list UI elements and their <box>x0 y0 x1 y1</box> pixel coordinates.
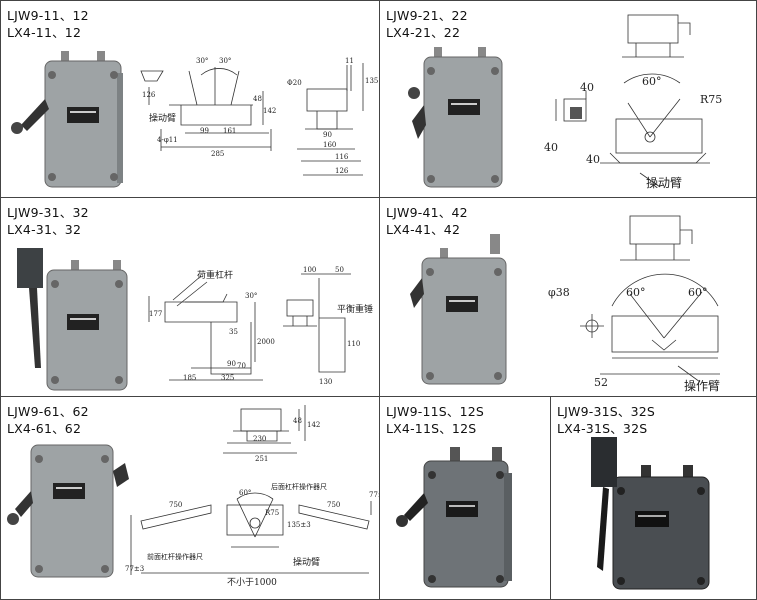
svg-text:50: 50 <box>335 266 344 274</box>
svg-text:90: 90 <box>323 131 332 139</box>
svg-text:750: 750 <box>169 501 182 509</box>
svg-text:操动臂: 操动臂 <box>293 556 320 568</box>
panel-ljw9-31s: LJW9-31S、32S LX4-31S、32S <box>550 396 757 600</box>
product-figure-ljw9-61: 230 251 48 142 60° 750 R75 135±3 750 77±… <box>7 405 380 588</box>
svg-text:70: 70 <box>237 362 246 370</box>
svg-text:40: 40 <box>544 141 558 154</box>
svg-text:130: 130 <box>319 378 332 386</box>
svg-text:48: 48 <box>293 417 302 425</box>
panel-ljw9-61: 230 251 48 142 60° 750 R75 135±3 750 77±… <box>0 396 380 600</box>
svg-text:操动臂: 操动臂 <box>646 175 682 190</box>
svg-text:185: 185 <box>183 374 196 382</box>
svg-text:161: 161 <box>223 127 236 135</box>
svg-text:251: 251 <box>255 455 268 463</box>
svg-text:4-φ11: 4-φ11 <box>157 136 178 144</box>
panel-ljw9-31: 177 30° 35 2000 90 70 185 325 100 50 110… <box>0 197 380 397</box>
svg-text:后面杠杆操作器尺: 后面杠杆操作器尺 <box>271 482 327 491</box>
svg-text:φ38: φ38 <box>548 286 570 299</box>
svg-text:110: 110 <box>347 340 360 348</box>
svg-text:126: 126 <box>335 167 349 175</box>
panel-title: LJW9-21、22 LX4-21、22 <box>386 8 468 40</box>
product-figure-ljw9-21: 40 40 40 60° R75 操动臂 <box>408 14 722 190</box>
svg-text:30°: 30° <box>245 292 257 300</box>
svg-text:30°: 30° <box>196 57 208 65</box>
svg-text:100: 100 <box>303 266 316 274</box>
panel-title: LJW9-31S、32S LX4-31S、32S <box>557 404 656 436</box>
panel-title: LJW9-31、32 LX4-31、32 <box>7 205 89 237</box>
panel-ljw9-11s: LJW9-11S、12S LX4-11S、12S <box>379 396 551 600</box>
svg-text:285: 285 <box>211 150 224 158</box>
svg-text:2000: 2000 <box>257 338 275 346</box>
svg-text:126: 126 <box>142 91 156 99</box>
svg-text:77±3: 77±3 <box>369 491 380 499</box>
panel-ljw9-41: φ38 60° 60° 52 操作臂 LJW9-41、42 LX4-41、42 <box>379 197 757 397</box>
panel-ljw9-21: 40 40 40 60° R75 操动臂 LJW9-21、22 LX4-21、2… <box>379 0 757 198</box>
svg-text:52: 52 <box>594 376 608 389</box>
panel-title: LJW9-41、42 LX4-41、42 <box>386 205 468 237</box>
svg-text:99: 99 <box>200 127 209 135</box>
svg-text:48: 48 <box>253 95 262 103</box>
svg-text:230: 230 <box>253 435 266 443</box>
product-figure-ljw9-11s <box>396 447 512 588</box>
panel-title: LJW9-61、62 LX4-61、62 <box>7 404 89 436</box>
svg-text:325: 325 <box>221 374 234 382</box>
svg-text:前面杠杆操作器尺: 前面杠杆操作器尺 <box>147 552 203 561</box>
svg-text:11: 11 <box>345 57 354 65</box>
svg-text:60°: 60° <box>688 286 708 299</box>
panel-title: LJW9-11S、12S LX4-11S、12S <box>386 404 485 436</box>
svg-text:Φ20: Φ20 <box>287 79 302 87</box>
svg-text:40: 40 <box>586 153 600 166</box>
product-figure-ljw9-41: φ38 60° 60° 52 操作臂 <box>410 215 720 393</box>
svg-text:142: 142 <box>263 107 276 115</box>
svg-text:R75: R75 <box>265 509 279 517</box>
svg-text:荷重杠杆: 荷重杠杆 <box>197 269 233 281</box>
panel-title: LJW9-11、12 LX4-11、12 <box>7 8 89 40</box>
svg-text:平衡重锤: 平衡重锤 <box>337 303 373 315</box>
svg-text:30°: 30° <box>219 57 231 65</box>
svg-text:135±3: 135±3 <box>287 521 311 529</box>
svg-text:40: 40 <box>580 81 594 94</box>
svg-text:操动臂: 操动臂 <box>149 112 176 124</box>
svg-text:142: 142 <box>307 421 320 429</box>
svg-text:操作臂: 操作臂 <box>684 378 720 393</box>
svg-text:60°: 60° <box>239 489 251 497</box>
svg-text:35: 35 <box>229 328 238 336</box>
svg-text:750: 750 <box>327 501 340 509</box>
svg-text:不小于1000: 不小于1000 <box>227 577 277 588</box>
panel-ljw9-11: 30° 30° 126 48 142 99 161 285 4-φ11 Φ20 … <box>0 0 380 198</box>
svg-text:160: 160 <box>323 141 336 149</box>
svg-text:77±3: 77±3 <box>125 565 144 573</box>
svg-text:60°: 60° <box>642 75 662 88</box>
svg-text:60°: 60° <box>626 286 646 299</box>
product-figure-ljw9-31: 177 30° 35 2000 90 70 185 325 100 50 110… <box>17 248 373 391</box>
svg-text:90: 90 <box>227 360 236 368</box>
product-figure-ljw9-11: 30° 30° 126 48 142 99 161 285 4-φ11 Φ20 … <box>11 51 378 188</box>
svg-text:116: 116 <box>335 153 349 161</box>
svg-text:R75: R75 <box>700 93 722 106</box>
svg-text:177: 177 <box>149 310 162 318</box>
product-figure-ljw9-31s <box>591 437 710 590</box>
svg-text:135: 135 <box>365 77 378 85</box>
